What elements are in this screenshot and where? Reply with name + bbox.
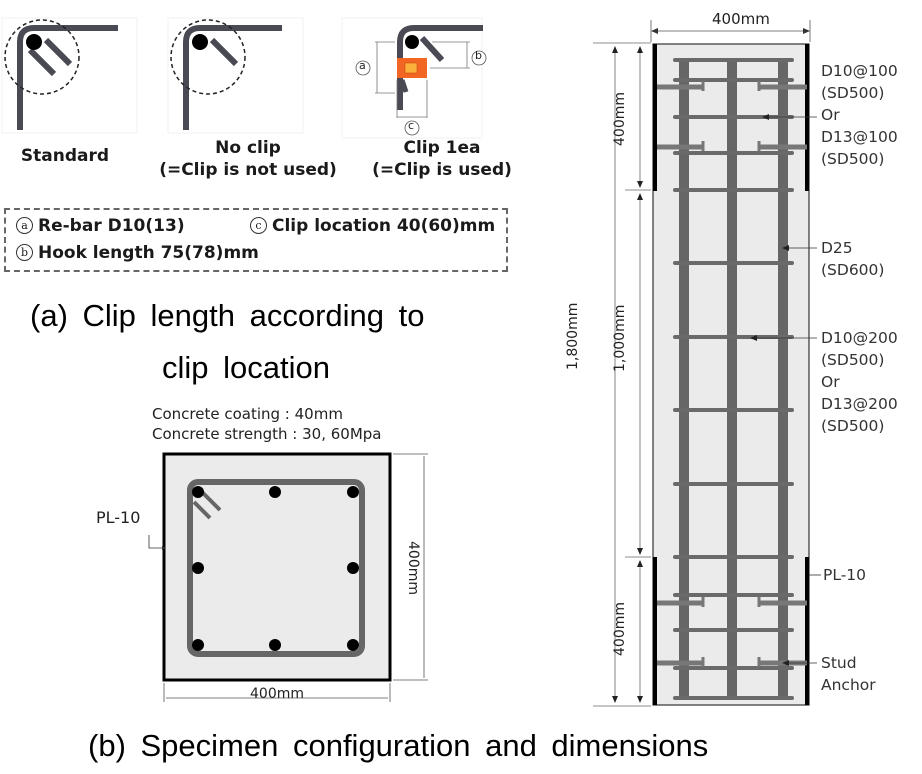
caption-a-line1: (a) Clip length according to <box>30 298 425 333</box>
callout-stud-anchor: Stud Anchor <box>821 654 876 694</box>
elevation-width-dim: 400mm <box>712 10 770 28</box>
section-height-dim: 400mm <box>405 541 421 595</box>
section-width-dim: 400mm <box>250 686 304 702</box>
caption-a-line2: clip location <box>162 350 330 385</box>
column-elevation <box>593 20 821 707</box>
marker-b: b <box>475 49 482 62</box>
no-clip-hook <box>170 19 282 130</box>
callout-top-ties: D10@100 (SD500) Or D13@100 (SD500) <box>821 62 898 168</box>
caption-b: (b) Specimen configuration and dimension… <box>88 728 709 763</box>
clip-hook <box>355 25 487 136</box>
dim-top-zone: 400mm <box>612 92 628 146</box>
hook-label-clip: Clip 1ea (=Clip is used) <box>372 138 512 180</box>
section-plate-label: PL-10 <box>96 508 141 527</box>
marker-a-icon: a <box>16 217 33 234</box>
callout-plate: PL-10 <box>823 566 867 584</box>
dim-middle-zone: 1,000mm <box>612 304 628 372</box>
hook-label-no-clip: No clip (=Clip is not used) <box>159 138 337 180</box>
concrete-strength-note: Concrete strength : 30, 60Mpa <box>152 425 382 443</box>
dim-bottom-zone: 400mm <box>612 602 628 656</box>
concrete-coating-note: Concrete coating : 40mm <box>152 405 343 423</box>
dim-total-height: 1,800mm <box>565 302 581 370</box>
marker-a: a <box>359 59 366 72</box>
hook-diagrams <box>1 17 487 139</box>
marker-b-icon: b <box>16 244 33 261</box>
standard-hook <box>4 19 118 130</box>
callout-main-bar: D25 (SD600) <box>821 239 885 279</box>
marker-c: c <box>408 119 415 132</box>
hook-label-standard: Standard <box>20 146 110 166</box>
callout-mid-ties: D10@200 (SD500) Or D13@200 (SD500) <box>821 329 898 435</box>
cross-section <box>148 452 428 702</box>
marker-c-icon: c <box>250 217 267 234</box>
